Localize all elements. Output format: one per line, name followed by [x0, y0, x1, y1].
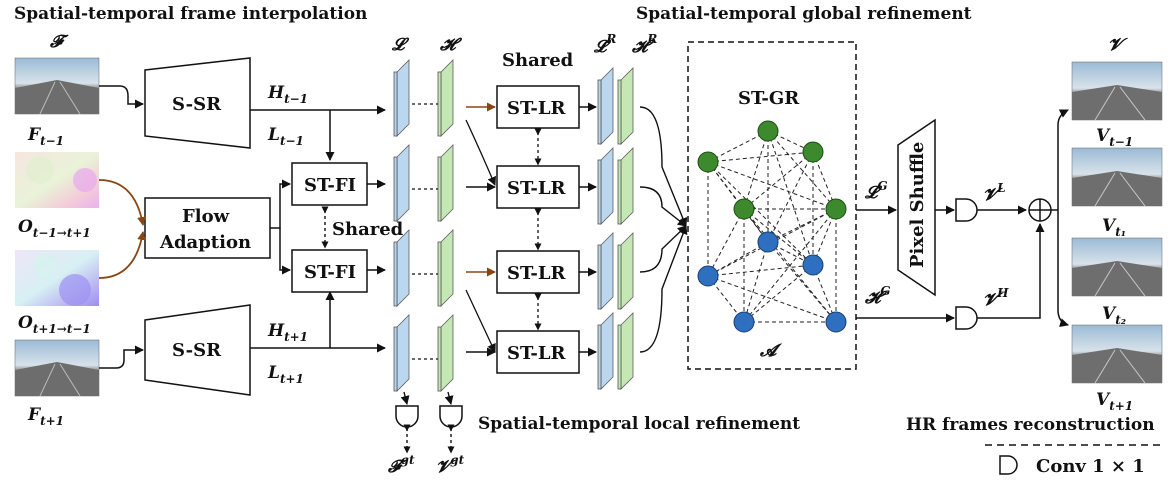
graph-node-green-1	[757, 120, 779, 142]
hr-feature-4	[617, 312, 634, 390]
graph-node-green-3	[802, 141, 824, 163]
flow-map-forward	[15, 152, 99, 208]
graph-a-label: 𝓐	[759, 341, 783, 361]
input-frame-next-label: Ft+1	[27, 405, 64, 428]
ssr-block-bottom	[144, 304, 251, 396]
lr-label: 𝓛R	[593, 32, 616, 57]
vgt-label: 𝓥gt	[436, 453, 465, 477]
conv-vgt	[439, 405, 463, 428]
output-frame-2	[1071, 147, 1163, 207]
h-feature-1	[437, 59, 454, 137]
stfi-block-top	[291, 162, 368, 206]
lr-feature-2	[597, 147, 614, 225]
ssr-label-top: S-SR	[172, 94, 222, 115]
output-frame-3	[1071, 237, 1163, 297]
output-frame-4	[1071, 324, 1163, 384]
l-feature-4	[393, 314, 410, 392]
output-v2-label: Vt₁	[1102, 216, 1126, 239]
shared-label-stfi: Shared	[332, 219, 404, 240]
input-frame-prev-label: Ft−1	[27, 125, 64, 148]
flow-adaption-block	[144, 197, 271, 259]
conv-vh	[955, 306, 978, 330]
h-next-label: Ht+1	[267, 321, 308, 344]
hr-feature-2	[617, 147, 634, 225]
graph-node-green-2	[697, 151, 719, 173]
stfi-label-top: ST-FI	[304, 175, 356, 196]
cal-l-label: 𝓛	[391, 35, 410, 55]
l-prev-label: Lt−1	[267, 125, 304, 148]
sum-node	[1028, 198, 1052, 222]
graph-node-blue-2	[697, 265, 719, 287]
h-prev-label: Ht−1	[267, 83, 308, 106]
flow-adaption-label-1: Flow	[182, 206, 230, 227]
hr-feature-1	[617, 67, 634, 145]
section-title-local: Spatial-temporal local refinement	[478, 414, 800, 434]
feature-stacks	[393, 59, 454, 405]
lg-label: 𝓛G	[864, 179, 888, 203]
h-feature-4	[437, 314, 454, 392]
hg-label: 𝓗G	[864, 284, 891, 308]
graph-node-green-5	[825, 198, 847, 220]
section-title-reconstruction: HR frames reconstruction	[906, 415, 1155, 435]
hr-label: 𝓗R	[631, 32, 657, 57]
output-frames	[1071, 61, 1163, 384]
input-frame-prev	[14, 57, 100, 115]
stlr-label-2: ST-LR	[507, 178, 567, 199]
graph-node-green-4	[733, 198, 755, 220]
stfi-label-bottom: ST-FI	[304, 262, 356, 283]
pixel-shuffle-label: Pixel Shuffle	[907, 142, 928, 268]
stgr-region	[687, 41, 857, 370]
conv-vl	[955, 198, 978, 222]
stlr-block-2	[496, 165, 580, 209]
l-feature-3	[393, 229, 410, 307]
graph-node-blue-3	[802, 254, 824, 276]
input-frame-next	[14, 339, 100, 397]
graph-node-blue-5	[825, 311, 847, 333]
stlr-blocks: ST-LR ST-LR ST-LR ST-LR	[465, 67, 688, 390]
conv-fgt	[395, 405, 419, 428]
lr-feature-4	[597, 312, 614, 390]
section-title-interpolation: Spatial-temporal frame interpolation	[14, 4, 367, 24]
output-v4-label: Vt+1	[1096, 390, 1133, 413]
graph-node-blue-1	[757, 231, 779, 253]
fgt-label: 𝓕gt	[387, 453, 415, 477]
l-feature-1	[393, 59, 410, 137]
flow-adaption-label-2: Adaption	[159, 232, 251, 253]
legend-conv-label: Conv 1 × 1	[1036, 456, 1145, 477]
vh-label: 𝓥H	[983, 286, 1009, 310]
output-frame-1	[1071, 61, 1163, 121]
stlr-label-4: ST-LR	[507, 343, 567, 364]
ssr-label-bottom: S-SR	[172, 340, 222, 361]
output-v1-label: Vt−1	[1096, 126, 1133, 149]
ssr-block-top	[144, 57, 251, 149]
shared-label-stlr: Shared	[502, 50, 574, 71]
l-next-label: Lt+1	[267, 363, 304, 386]
stlr-block-3	[496, 250, 580, 294]
legend-conv-icon	[999, 455, 1018, 475]
stgr-label: ST-GR	[738, 88, 800, 109]
hr-feature-3	[617, 232, 634, 310]
graph-nodes	[697, 120, 847, 333]
output-set-label: 𝓥	[1108, 35, 1128, 55]
lr-feature-3	[597, 232, 614, 310]
cal-h-label: 𝓗	[439, 35, 463, 55]
vl-label: 𝓥L	[983, 181, 1006, 205]
input-set-label: 𝓕	[49, 32, 69, 52]
h-feature-3	[437, 229, 454, 307]
flow-backward-label: Ot+1→t−1	[18, 313, 91, 336]
lr-feature-1	[597, 67, 614, 145]
stlr-label-1: ST-LR	[507, 98, 567, 119]
flow-forward-label: Ot−1→t+1	[18, 217, 91, 240]
graph-node-blue-4	[733, 311, 755, 333]
pixel-shuffle-block	[897, 118, 936, 297]
section-title-global: Spatial-temporal global refinement	[636, 4, 972, 24]
stfi-block-bottom	[291, 249, 368, 293]
output-v3-label: Vt₂	[1102, 304, 1126, 327]
stlr-label-3: ST-LR	[507, 263, 567, 284]
l-feature-2	[393, 144, 410, 222]
h-feature-2	[437, 144, 454, 222]
flow-map-backward	[15, 250, 99, 306]
